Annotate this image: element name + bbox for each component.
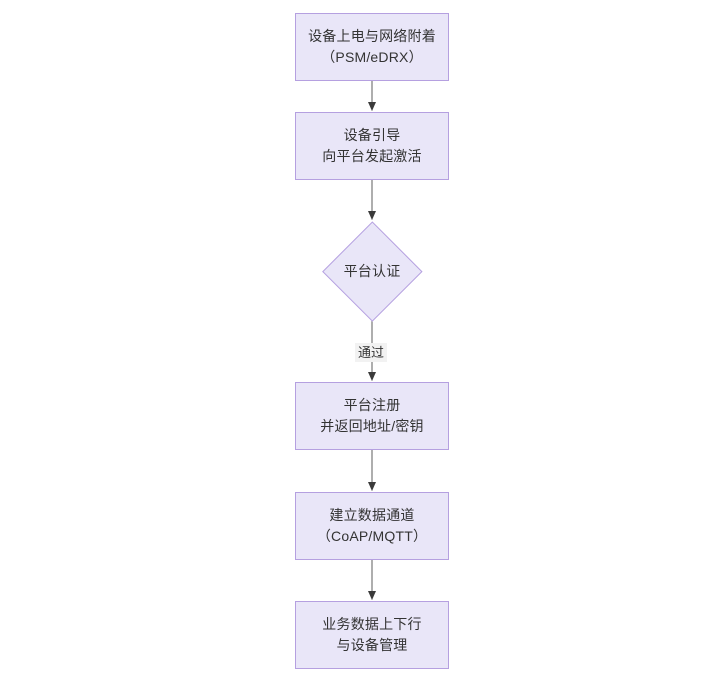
flow-node-establish-data-channel[interactable]: 建立数据通道 （CoAP/MQTT） — [295, 492, 449, 560]
flow-node-device-bootstrap[interactable]: 设备引导 向平台发起激活 — [295, 112, 449, 180]
node-text-line: （CoAP/MQTT） — [316, 528, 428, 544]
node-text-line: 并返回地址/密钥 — [320, 418, 424, 434]
flow-node-device-power-on[interactable]: 设备上电与网络附着 （PSM/eDRX） — [295, 13, 449, 81]
node-text-line: 建立数据通道 — [329, 507, 415, 523]
node-text-line: 与设备管理 — [336, 637, 408, 653]
node-text-line: 平台注册 — [343, 397, 401, 413]
node-text-line: （PSM/eDRX） — [321, 49, 423, 65]
edge-label-pass: 通过 — [355, 343, 388, 362]
flow-node-platform-register[interactable]: 平台注册 并返回地址/密钥 — [295, 382, 449, 450]
flow-node-business-data-and-device-mgmt[interactable]: 业务数据上下行 与设备管理 — [295, 601, 449, 669]
node-text-line: 设备引导 — [343, 127, 401, 143]
node-text-line: 业务数据上下行 — [322, 616, 422, 632]
flow-node-platform-auth-decision[interactable]: 平台认证 — [322, 221, 422, 321]
node-text-line: 向平台发起激活 — [322, 148, 422, 164]
node-text-line: 设备上电与网络附着 — [308, 28, 436, 44]
node-text-line: 平台认证 — [343, 262, 401, 279]
